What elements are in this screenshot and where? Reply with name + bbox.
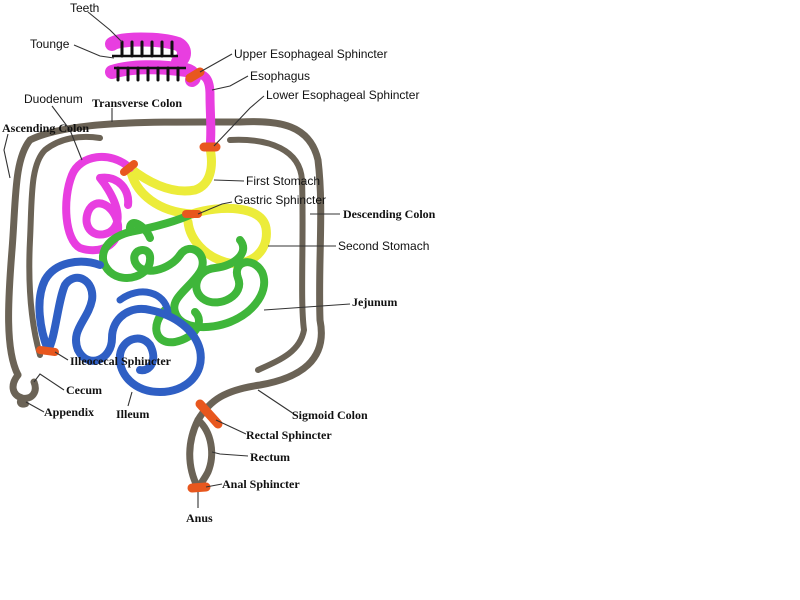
label-tongue: Tounge: [30, 37, 70, 51]
leader-illeocecal-sphincter: [54, 351, 69, 361]
pyloric-sphincter: [120, 160, 138, 176]
colon: [5, 118, 325, 492]
leader-esophagus: [211, 75, 249, 91]
label-upper-esophageal-sphincter: Upper Esophageal Sphincter: [234, 47, 387, 61]
label-appendix: Appendix: [44, 405, 94, 419]
label-cecum: Cecum: [66, 383, 102, 397]
label-first-stomach: First Stomach: [246, 174, 320, 188]
label-lower-esophageal-sphincter: Lower Esophageal Sphincter: [266, 88, 419, 102]
leader-rectal-sphincter: [215, 419, 247, 435]
label-illeocecal-sphincter: Illeocecal Sphincter: [70, 354, 172, 368]
labels: Teeth Tounge Upper Esophageal Sphincter …: [2, 1, 436, 525]
upper-lip: [105, 32, 191, 69]
leader-ileum: [127, 391, 133, 407]
label-duodenum: Duodenum: [24, 92, 83, 106]
label-descending-colon: Descending Colon: [343, 207, 436, 221]
leader-upper-esophageal-sphincter: [199, 53, 233, 73]
label-anus: Anus: [186, 511, 213, 525]
rectum: [194, 416, 216, 492]
rectal-sphincter: [195, 399, 223, 429]
leader-teeth: [87, 11, 123, 43]
leader-duodenum: [51, 105, 83, 161]
label-ileum: Illeum: [116, 407, 149, 421]
label-sigmoid-colon: Sigmoid Colon: [292, 408, 368, 422]
upper-esophageal-sphincter: [185, 67, 205, 83]
illeocecal-sphincter: [36, 346, 59, 356]
label-anal-sphincter: Anal Sphincter: [222, 477, 300, 491]
descending-colon-inner: [227, 136, 307, 373]
teeth-row-lower: [116, 66, 180, 82]
cecum: [9, 371, 39, 402]
leader-anal-sphincter: [205, 483, 223, 488]
first-stomach: [125, 143, 216, 219]
leader-tongue: [73, 44, 115, 59]
label-second-stomach: Second Stomach: [338, 239, 429, 253]
leader-sigmoid-colon: [257, 389, 295, 415]
jejunum-loop: [125, 219, 203, 347]
leader-ascending-colon: [3, 133, 11, 179]
label-gastric-sphincter: Gastric Sphincter: [234, 193, 326, 207]
leader-first-stomach: [213, 179, 245, 182]
leader-jejunum: [263, 303, 351, 311]
ileum-loop: [116, 288, 172, 316]
leader-lines: [3, 11, 351, 508]
duodenum: [62, 152, 134, 255]
label-rectum: Rectum: [250, 450, 290, 464]
label-transverse-colon: Transverse Colon: [92, 96, 182, 110]
leader-lower-esophageal-sphincter: [213, 95, 265, 147]
label-esophagus: Esophagus: [250, 69, 310, 83]
teeth-row-upper: [112, 40, 186, 70]
leader-gastric-sphincter: [197, 201, 233, 215]
jejunum: [98, 210, 269, 332]
ascending-colon-inner: [26, 133, 103, 358]
label-rectal-sphincter: Rectal Sphincter: [246, 428, 332, 442]
label-jejunum: Jejunum: [352, 295, 397, 309]
second-stomach: [183, 203, 271, 268]
leader-appendix: [25, 401, 45, 413]
label-teeth: Teeth: [70, 1, 99, 15]
appendix: [16, 395, 29, 408]
leader-cecum: [33, 373, 65, 391]
anal-sphincter: [187, 482, 211, 493]
label-ascending-colon: Ascending Colon: [2, 121, 89, 135]
leader-rectum: [211, 451, 249, 457]
